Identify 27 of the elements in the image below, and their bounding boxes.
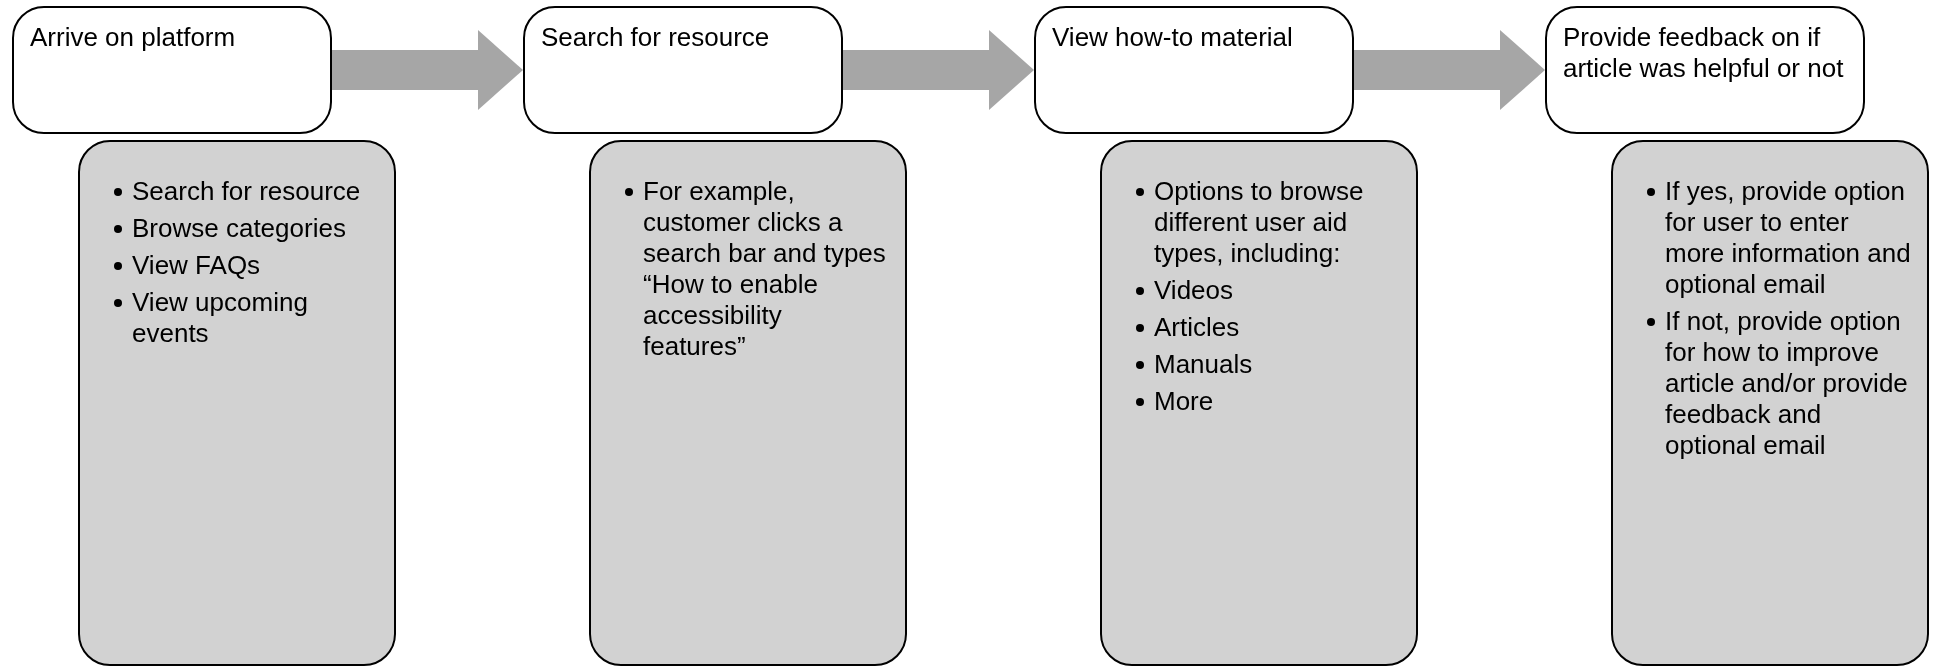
step-heading: Search for resource [541, 22, 771, 53]
bullet-item: View upcoming events [132, 287, 308, 348]
bullet-item: Manuals [1154, 349, 1253, 379]
step-box [1034, 6, 1354, 134]
block-arrow [1354, 30, 1545, 110]
bullet-item: More [1154, 386, 1214, 416]
detail-card [1611, 140, 1929, 666]
block-arrow [843, 30, 1034, 110]
bullet-item: Search for resource [132, 176, 361, 206]
step-heading: Arrive on platform [30, 22, 237, 53]
step-box [12, 6, 332, 134]
bullet-item: For example, customer clicks a search bar and types “How to enable accessibility features” [643, 176, 886, 361]
detail-card [589, 140, 907, 666]
bullet-item: If not, provide option for how to improve article and/or provide feedback and optional email [1665, 306, 1908, 460]
step-box [1545, 6, 1865, 134]
detail-card [78, 140, 396, 666]
step-box [523, 6, 843, 134]
bullet-item: View FAQs [132, 250, 261, 280]
detail-card [1100, 140, 1418, 666]
bullet-item: If yes, provide option for user to enter more information and optional email [1665, 176, 1911, 299]
step-heading: View how-to material [1052, 22, 1294, 53]
bullet-item: Videos [1154, 275, 1234, 305]
bullet-item: Articles [1154, 312, 1240, 342]
bullet-item: Browse categories [132, 213, 346, 243]
bullet-item: Options to browse different user aid types, including: [1154, 176, 1364, 268]
step-heading: Provide feedback on if article was helpful or not [1563, 22, 1845, 84]
block-arrow [332, 30, 523, 110]
